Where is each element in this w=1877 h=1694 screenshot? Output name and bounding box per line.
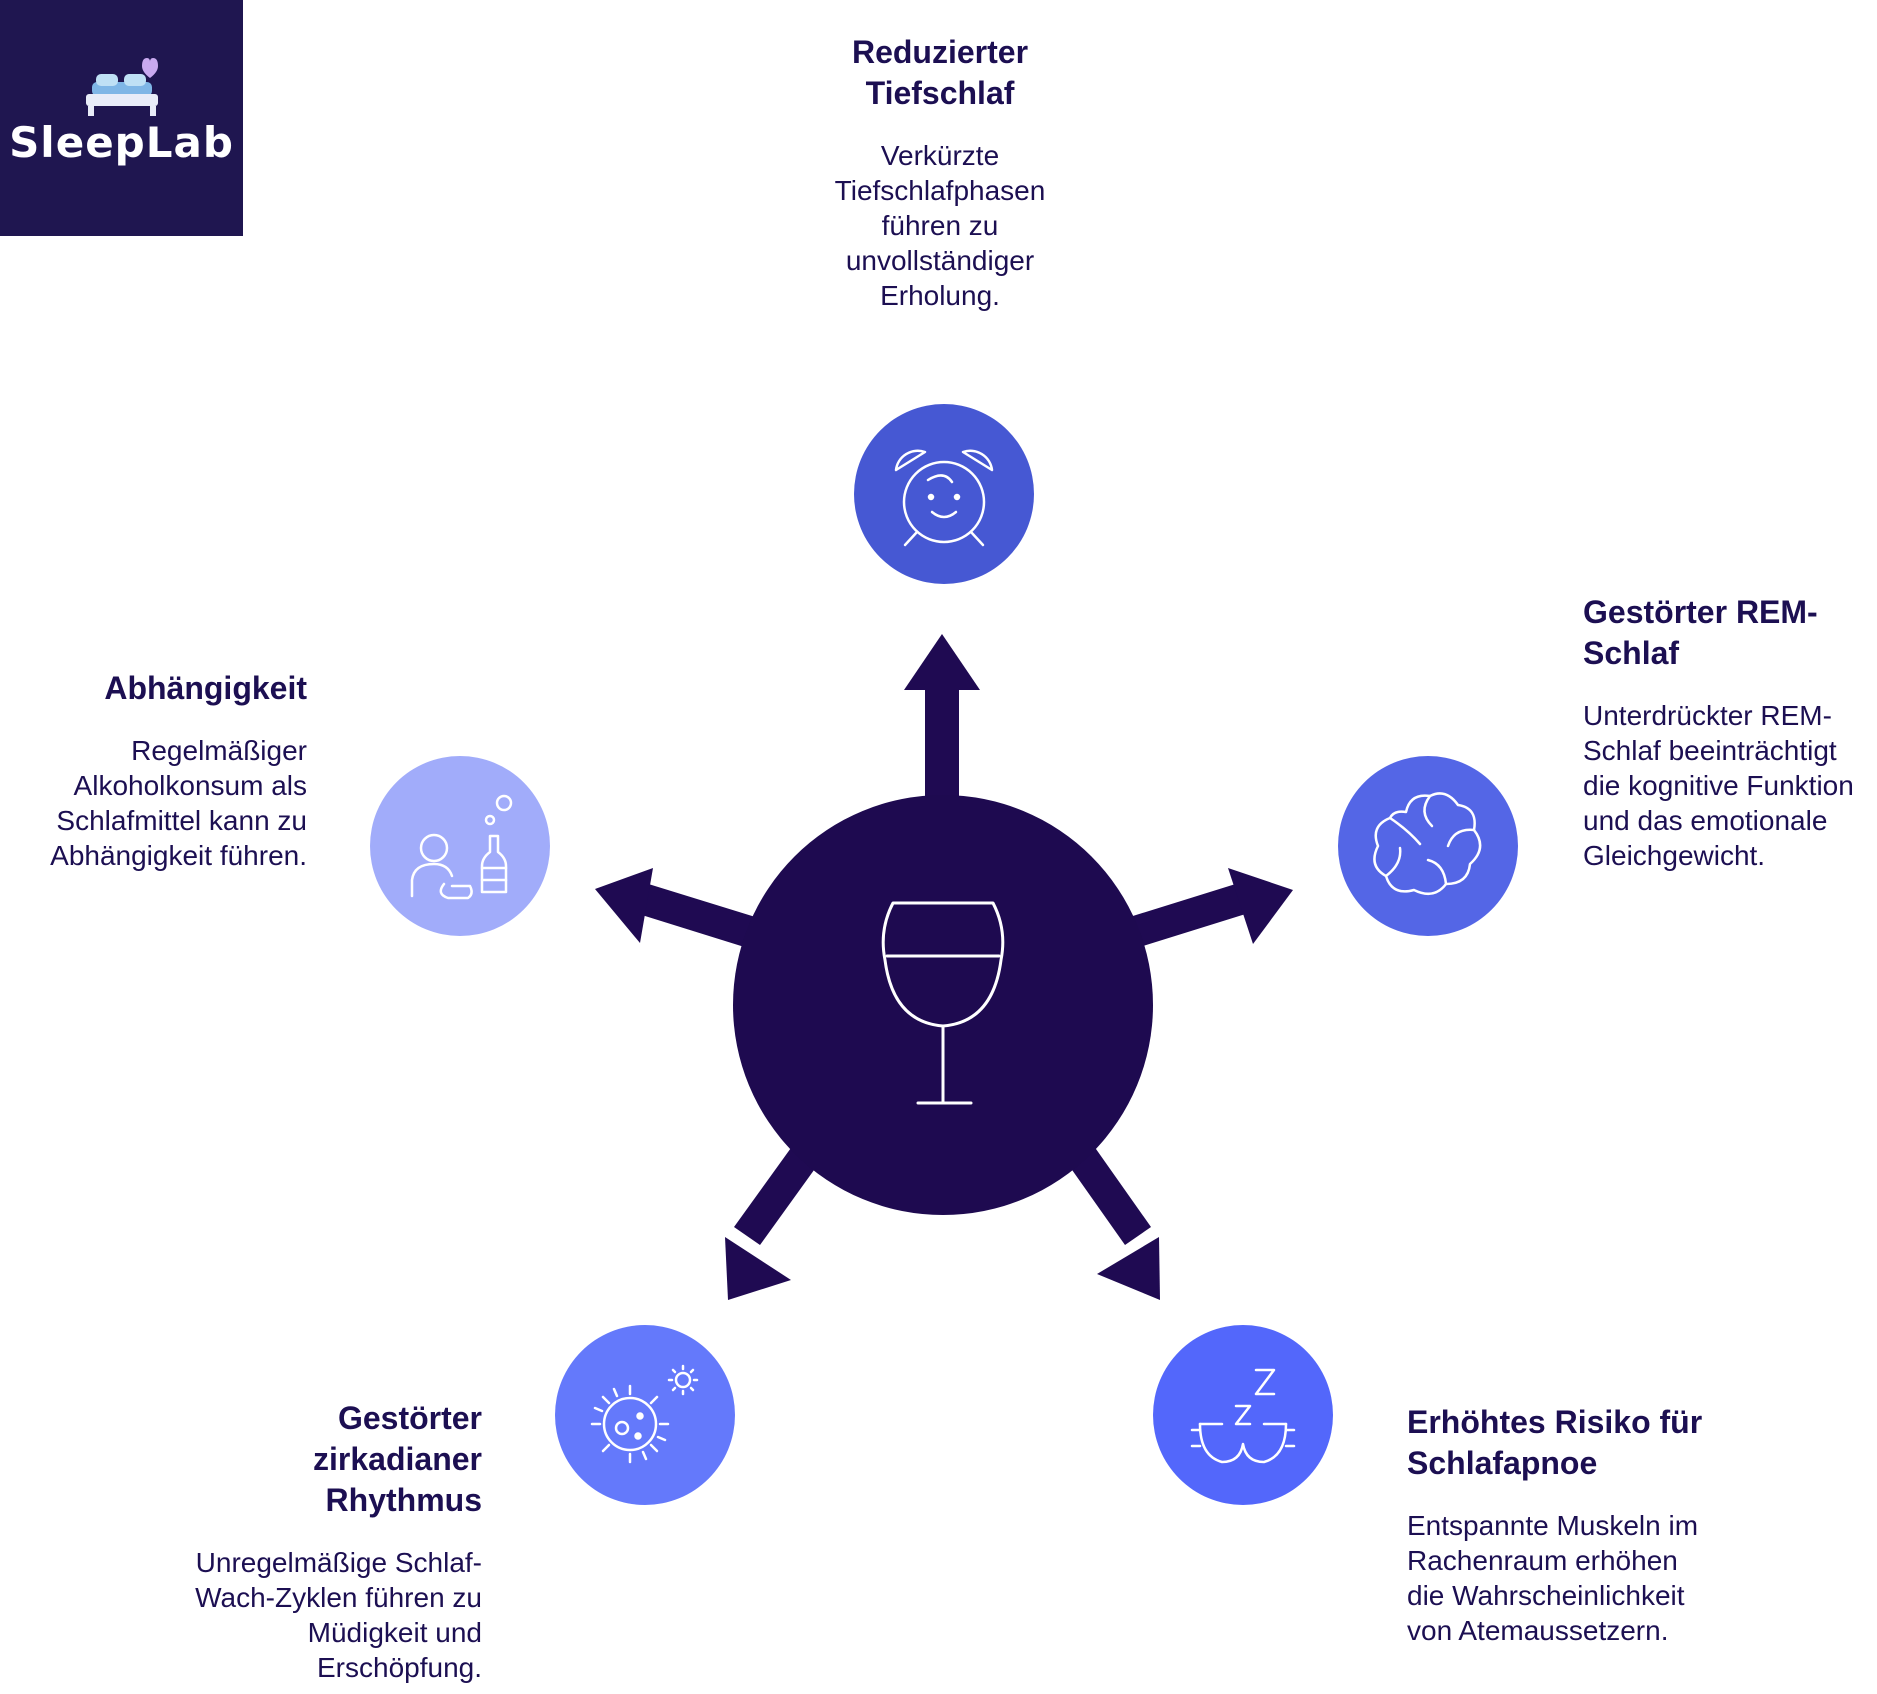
arrow-left <box>595 868 765 950</box>
effect-title: Abhängigkeit <box>104 670 307 706</box>
effect-dependency: Abhängigkeit Regelmäßiger Alkoholkonsum … <box>10 668 307 873</box>
sleep-mask-icon <box>1190 1368 1296 1464</box>
rem-sleep-circle <box>1338 756 1518 936</box>
effect-description: Entspannte Muskeln im Rachenraum erhöhen… <box>1407 1510 1699 1646</box>
effect-description: Unterdrückter REM- Schlaf beeinträchtigt… <box>1583 700 1854 871</box>
effect-title: Gestörter REM- Schlaf <box>1583 594 1818 671</box>
deep-sleep-circle <box>854 404 1034 584</box>
effect-description: Unregelmäßige Schlaf- Wach-Zyklen führen… <box>195 1547 482 1683</box>
wine-glass-icon <box>881 901 1005 1105</box>
effect-rem-sleep: Gestörter REM- Schlaf Unterdrückter REM-… <box>1583 592 1873 873</box>
effect-sleep-apnea: Erhöhtes Risiko für Schlafapnoe Entspann… <box>1407 1402 1807 1648</box>
alarm-clock-icon <box>894 449 994 547</box>
effect-circadian: Gestörter zirkadianer Rhythmus Unregelmä… <box>100 1398 482 1685</box>
effect-title: Reduzierter Tiefschlaf <box>851 34 1029 111</box>
arrow-right <box>1120 868 1293 950</box>
effect-description: Verkürzte Tiefschlafphasen führen zu unv… <box>834 140 1046 311</box>
circadian-circle <box>555 1325 735 1505</box>
effect-title: Erhöhtes Risiko für Schlafapnoe <box>1407 1404 1703 1481</box>
effect-deep-sleep: Reduzierter Tiefschlaf Verkürzte Tiefsch… <box>790 32 1090 313</box>
hub-circle <box>733 795 1153 1215</box>
person-bottle-icon <box>410 794 513 900</box>
logo-text: SleepLab <box>9 118 234 167</box>
brain-icon <box>1373 792 1482 896</box>
effect-title: Gestörter zirkadianer Rhythmus <box>313 1400 482 1518</box>
virus-sun-icon <box>590 1364 699 1464</box>
effect-description: Regelmäßiger Alkoholkonsum als Schlafmit… <box>50 735 307 871</box>
dependency-circle <box>370 756 550 936</box>
bed-heart-icon <box>86 58 158 116</box>
sleeplab-logo: SleepLab <box>0 0 243 236</box>
